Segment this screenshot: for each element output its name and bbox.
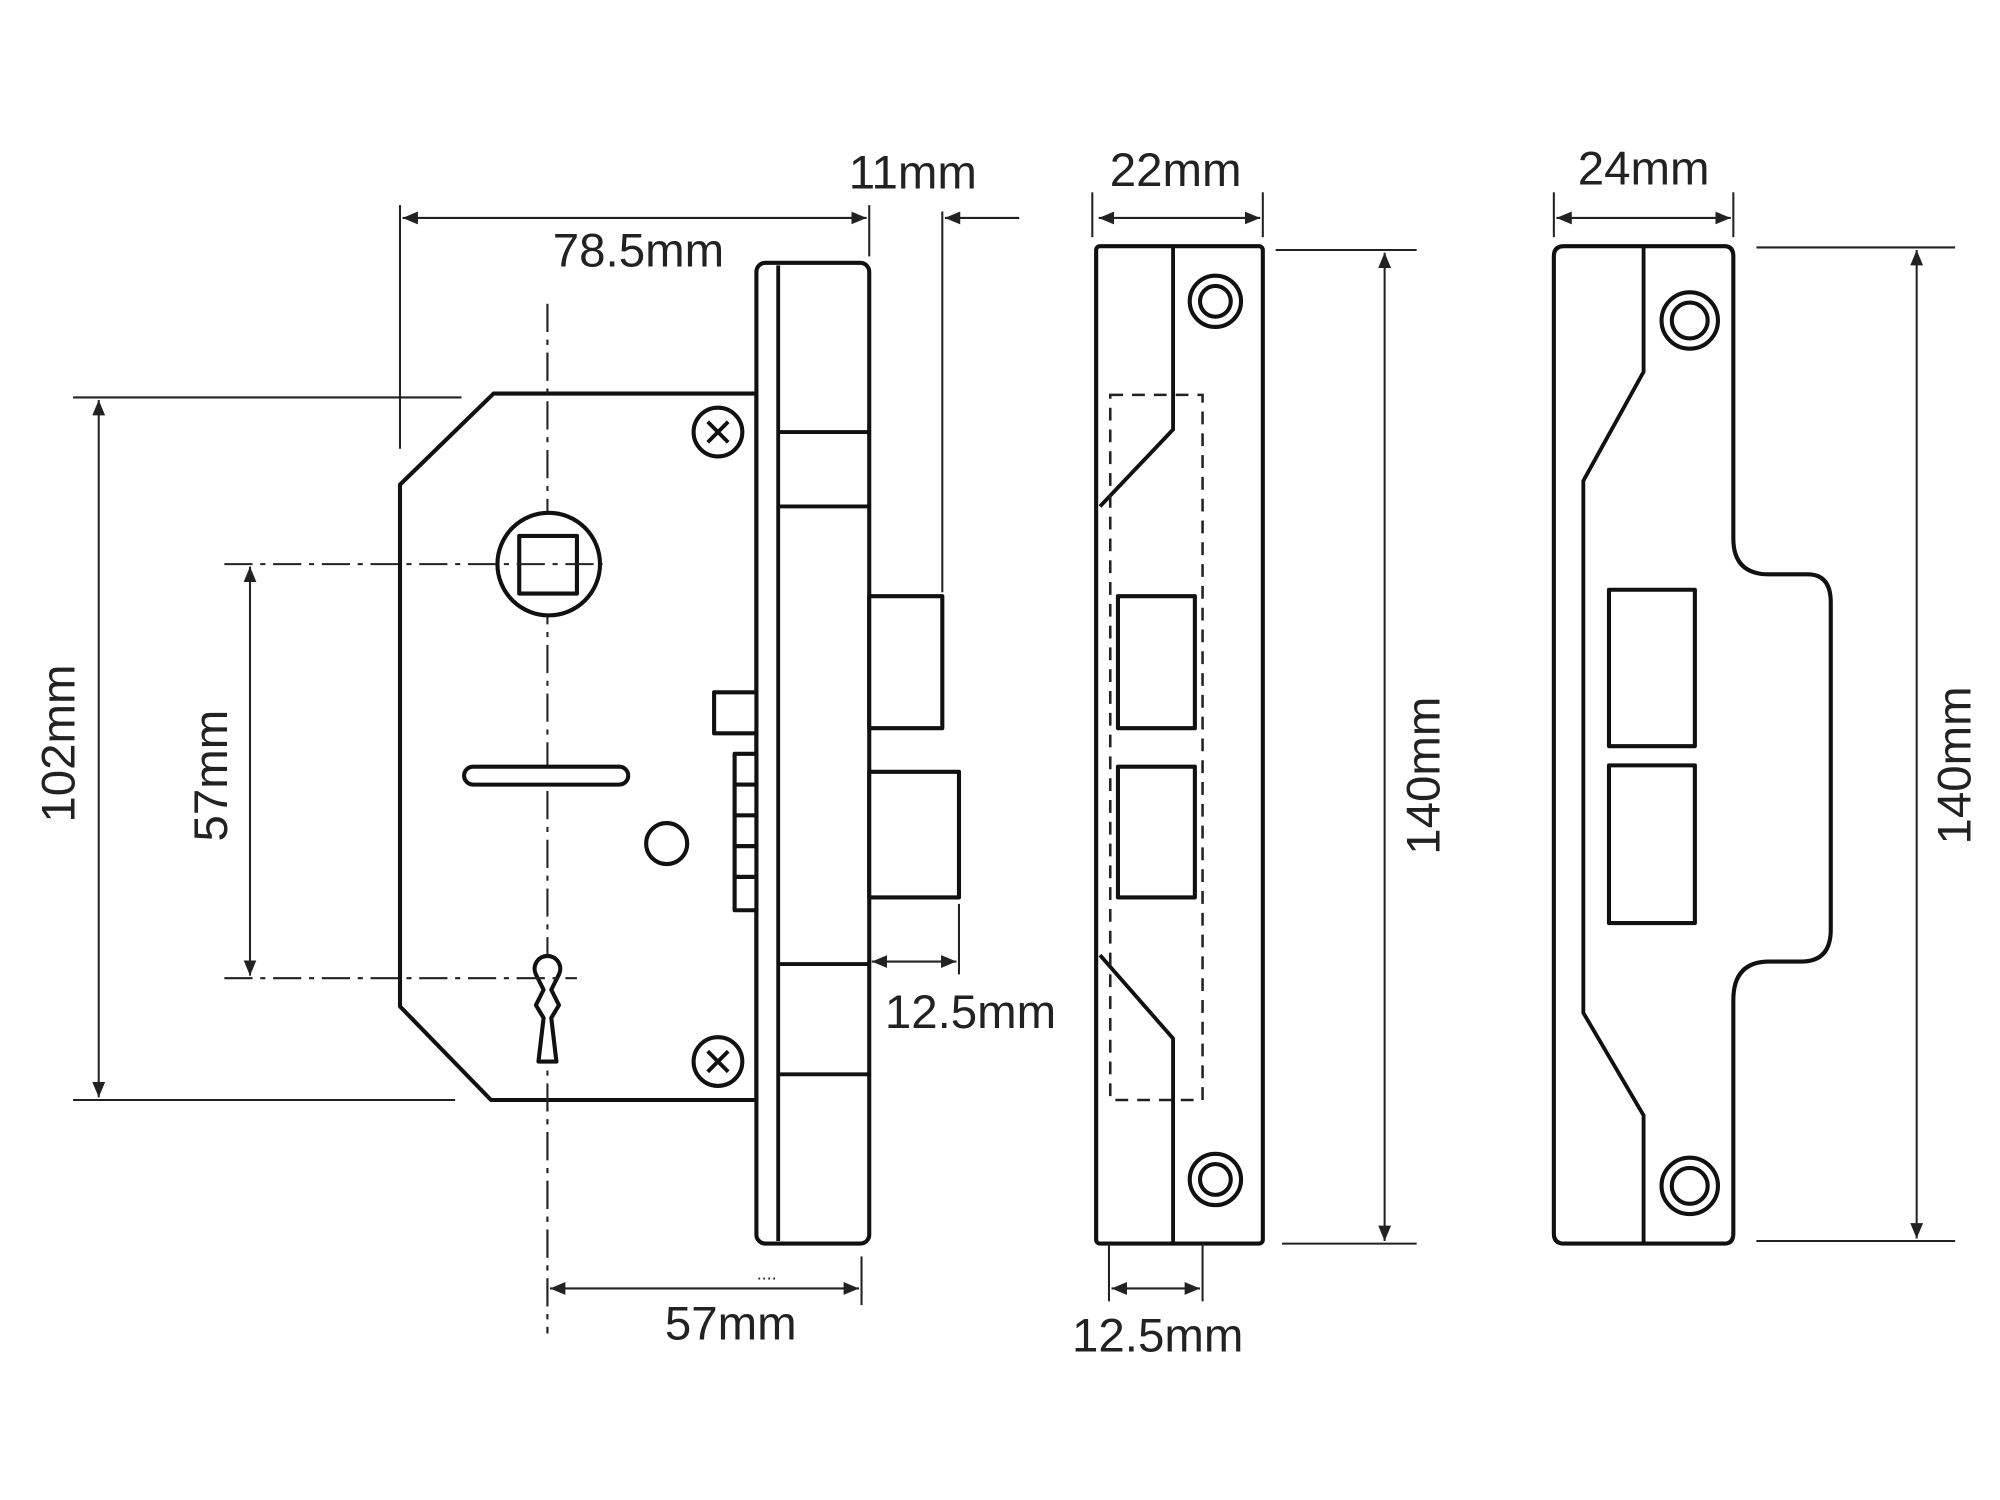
centres-label: 57mm bbox=[185, 710, 238, 842]
bolt-throw-label: 12.5mm bbox=[885, 986, 1056, 1039]
strike2-width-label: 24mm bbox=[1578, 143, 1710, 196]
screw-hole-icon bbox=[1187, 1151, 1244, 1208]
slot bbox=[462, 764, 631, 787]
strike1-height-label: 140mm bbox=[1398, 697, 1451, 855]
lock-body bbox=[397, 260, 962, 1334]
backset-label: 57mm bbox=[665, 1298, 797, 1351]
screw-hole-icon bbox=[1659, 290, 1720, 351]
minor-mark: .... bbox=[757, 1263, 777, 1283]
keyhole-icon bbox=[532, 953, 563, 1064]
height-label: 102mm bbox=[32, 665, 85, 823]
screw-hole-icon bbox=[1659, 1155, 1720, 1217]
forend bbox=[754, 260, 872, 1246]
lock-case bbox=[397, 391, 759, 1103]
screw-hole-icon bbox=[1187, 273, 1244, 329]
strike-plate-2: 24mm 140mm bbox=[1551, 143, 1982, 1246]
strike1-offset-label: 12.5mm bbox=[1072, 1309, 1243, 1362]
latch bbox=[867, 594, 945, 731]
lock-dimensions: 78.5mm 11mm 102mm 57mm 57mm .... 12.5mm bbox=[32, 146, 1056, 1350]
strike2-height-label: 140mm bbox=[1929, 686, 1982, 844]
strike-plate-1: 22mm 140mm 12.5mm bbox=[1072, 144, 1451, 1362]
spindle-follower bbox=[495, 510, 603, 618]
latch-projection-label: 11mm bbox=[849, 146, 977, 199]
hole bbox=[644, 821, 690, 867]
strike1-width-label: 22mm bbox=[1110, 144, 1242, 197]
width-label: 78.5mm bbox=[553, 225, 724, 278]
deadbolt bbox=[867, 769, 962, 900]
screw-icon bbox=[691, 1035, 745, 1088]
screw-icon bbox=[691, 405, 745, 459]
